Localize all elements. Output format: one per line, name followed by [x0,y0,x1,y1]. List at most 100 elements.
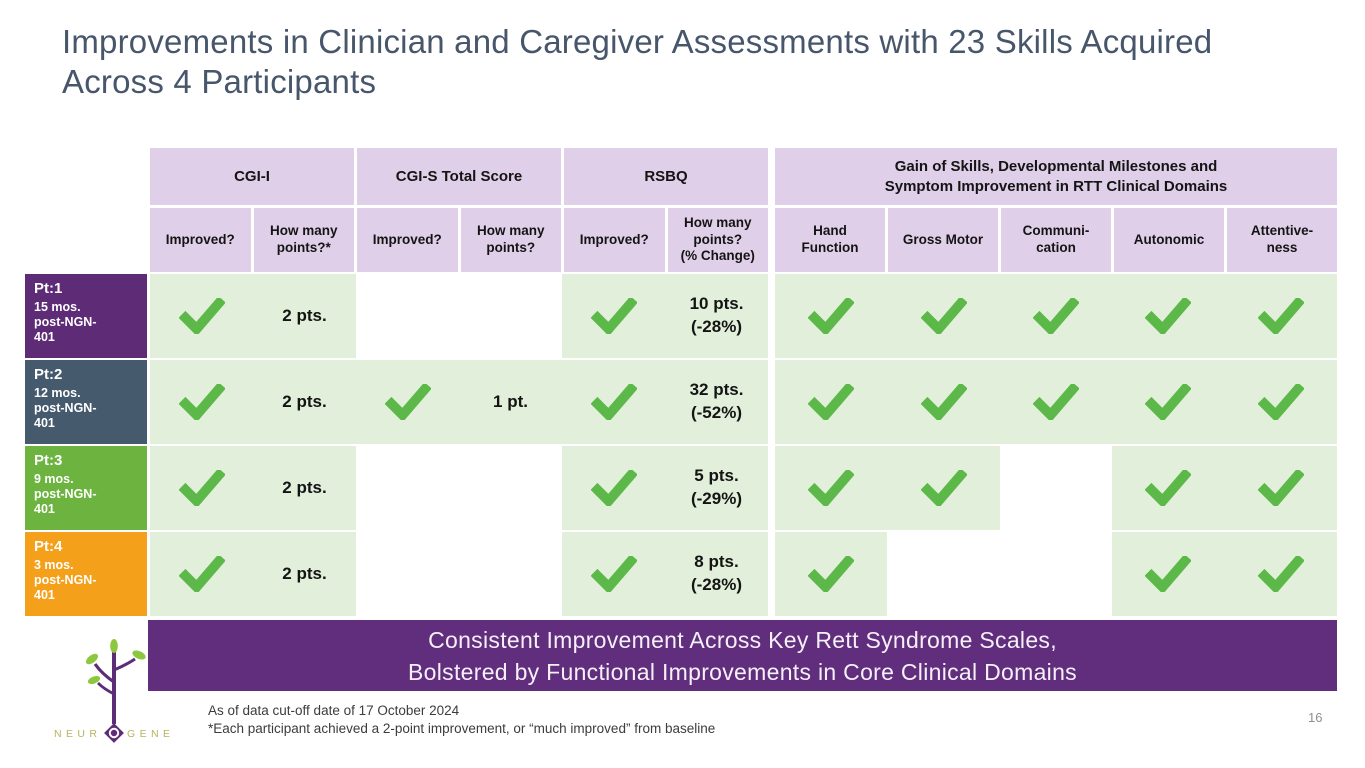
scale-cell-cgi_s [356,446,562,530]
improved-cell [356,274,459,358]
domain-cell-3 [1112,532,1225,616]
table-gap [768,274,775,358]
points-cell: 8 pts. (-28%) [665,532,768,616]
points-cell: 5 pts. (-29%) [665,446,768,530]
footnote-line-2: *Each participant achieved a 2-point imp… [208,720,716,736]
points-value: 32 pts. (-52%) [689,380,744,422]
table-gap [768,208,775,272]
domain-cell-0 [775,532,888,616]
check-icon [1257,556,1304,592]
patient-timepoint: 15 mos. post-NGN- 401 [34,299,97,345]
domain-cell-4 [1224,274,1338,358]
summary-banner-line-2: Bolstered by Functional Improvements in … [408,658,1077,685]
points-cell: 2 pts. [253,446,356,530]
neurogene-logo: NEUR GENE [54,639,174,743]
subheader-domain-2: Communi- cation [1001,208,1111,272]
scale-cell-cgi_i: 2 pts. [150,446,356,530]
domain-cell-1 [887,532,1000,616]
subheader-domain-3: Autonomic [1114,208,1224,272]
check-icon [808,298,855,334]
logo-wordmark-right: GENE [127,728,174,740]
points-cell: 2 pts. [253,532,356,616]
domain-cell-4 [1224,532,1338,616]
check-icon [1257,470,1304,506]
check-icon [920,384,967,420]
scale-cell-cgi_s [356,532,562,616]
scale-cell-cgi_i: 2 pts. [150,532,356,616]
check-icon [1145,298,1192,334]
domain-cells [775,274,1338,358]
improved-cell [562,446,665,530]
domain-cell-3 [1112,360,1225,444]
header-group-cgi_i: CGI-I [150,148,354,205]
improved-cell [150,360,253,444]
domain-cell-1 [887,360,1000,444]
footnotes: As of data cut-off date of 17 October 20… [208,702,715,737]
header-spacer [25,148,147,205]
table-gap [768,446,775,530]
points-cell: 1 pt. [459,360,562,444]
patient-label: Pt:4 3 mos. post-NGN- 401 [25,532,147,616]
check-icon [808,556,855,592]
subheader-domain-0: Hand Function [775,208,885,272]
domain-cell-3 [1112,274,1225,358]
summary-banner-line-1: Consistent Improvement Across Key Rett S… [428,626,1057,653]
domain-cell-0 [775,360,888,444]
points-value: 1 pt. [493,391,528,411]
domain-cells [775,532,1338,616]
check-icon [590,470,637,506]
check-icon [808,384,855,420]
patient-timepoint: 3 mos. post-NGN- 401 [34,557,97,603]
improved-cell [356,360,459,444]
patient-id: Pt:4 [34,538,63,555]
scale-cell-rsbq: 10 pts. (-28%) [562,274,768,358]
check-icon [178,470,225,506]
improved-cell [562,274,665,358]
check-icon [1257,384,1304,420]
scale-cell-rsbq: 5 pts. (-29%) [562,446,768,530]
points-value: 8 pts. (-28%) [690,552,742,594]
improved-cell [150,532,253,616]
check-icon [920,470,967,506]
domain-cell-1 [887,274,1000,358]
improved-cell [356,532,459,616]
check-icon [1033,298,1080,334]
subheader-cgi_i-0: Improved? [150,208,251,272]
domain-cells [775,360,1338,444]
points-value: 5 pts. (-29%) [690,466,742,508]
improved-cell [150,274,253,358]
improved-cell [356,446,459,530]
patient-id: Pt:1 [34,280,63,297]
check-icon [1033,384,1080,420]
domain-cell-4 [1224,360,1338,444]
scale-cell-cgi_s: 1 pt. [356,360,562,444]
logo-wordmark-left: NEUR [54,728,101,740]
subheader-cgi_i-1: How many points?* [253,208,354,272]
points-cell: 10 pts. (-28%) [665,274,768,358]
page-number: 16 [1308,710,1323,725]
check-icon [1145,384,1192,420]
patient-id: Pt:2 [34,366,63,383]
patient-row: Pt:1 15 mos. post-NGN- 401 2 pts. 10 pts. (… [25,274,1338,358]
domain-cell-0 [775,446,888,530]
points-cell: 2 pts. [253,274,356,358]
improved-cell [562,532,665,616]
domain-cell-2 [999,532,1113,616]
points-value: 2 pts. [282,477,327,497]
points-value: 2 pts. [282,391,327,411]
points-value: 2 pts. [282,563,327,583]
scale-cell-cgi_i: 2 pts. [150,274,356,358]
check-icon [1145,556,1192,592]
patient-label: Pt:1 15 mos. post-NGN- 401 [25,274,147,358]
patient-id: Pt:3 [34,452,63,469]
table-gap [768,532,775,616]
subheader-cgi_s-0: Improved? [357,208,458,272]
